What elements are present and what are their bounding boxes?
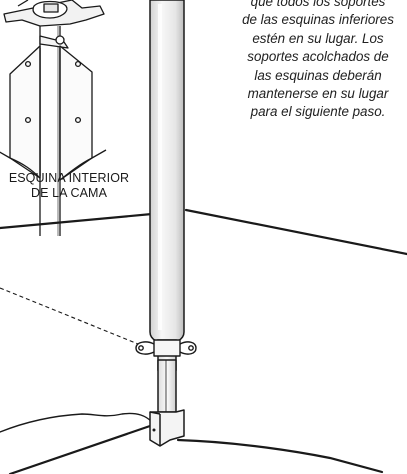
instruction-line: para el siguiente paso. [250, 104, 386, 120]
instruction-text: que todos los soportes de las esquinas i… [198, 0, 407, 122]
inset-caption-line-1: ESQUINA INTERIOR [8, 171, 130, 185]
instruction-line: mantenerse en su lugar [247, 86, 389, 102]
corner-bracket-inset [0, 0, 107, 236]
dashed-guide-line [0, 287, 149, 349]
corner-bracket-post [149, 359, 185, 447]
instruction-line: de las esquinas inferiores [242, 12, 394, 28]
instruction-line: soportes acolchados de [247, 49, 389, 65]
instruction-line: que todos los soportes [250, 0, 386, 9]
inset-caption: ESQUINA INTERIOR DE LA CAMA [0, 171, 154, 201]
instruction-line: estén en su lugar. Los [252, 30, 384, 46]
pole-clamp [135, 339, 197, 357]
bed-frame-lines [0, 208, 407, 474]
inset-caption-line-2: DE LA CAMA [30, 186, 108, 200]
padded-corner-pole [149, 0, 185, 371]
instruction-line: las esquinas deberán [254, 67, 382, 83]
